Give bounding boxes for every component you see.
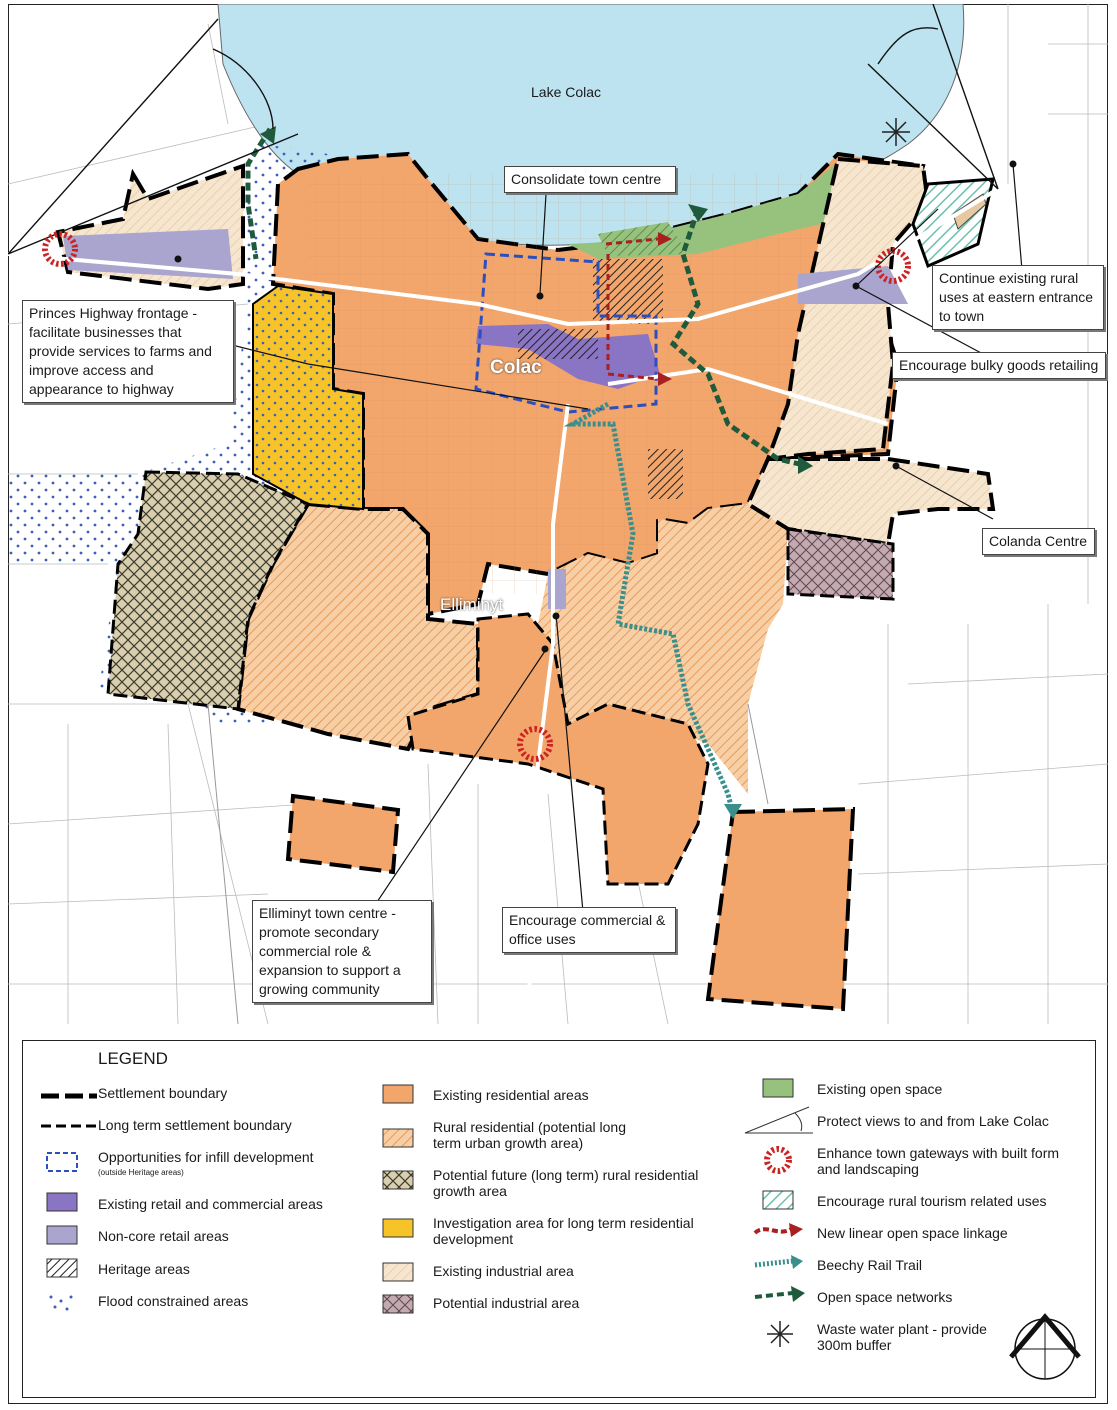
legend-settlement-boundary: Settlement boundary [98,1085,228,1101]
legend-infill-note: (outside Heritage areas) [98,1168,184,1177]
heritage-icon [46,1258,78,1278]
residential-south-core [406,612,710,886]
legend-waste-water: Waste water plant - provide 300m buffer [817,1321,987,1353]
linkage-arrow-2 [658,372,672,386]
lake-label: Lake Colac [531,84,602,100]
callout-leaders [207,163,1024,913]
beechy-rail-trail [563,401,736,815]
linkage-arrow-1 [658,232,672,246]
callout-bulky-goods: Encourage bulky goods retailing [892,352,1106,379]
potential-industrial [786,527,895,601]
flood-dots-icon [49,1295,73,1311]
rural-residential-southeast [538,459,828,794]
long-term-boundary-icon [41,1124,97,1128]
legend-infill: Opportunities for infill development (ou… [98,1149,314,1181]
legend-retail: Existing retail and commercial areas [98,1196,323,1212]
legend-heritage: Heritage areas [98,1261,190,1277]
legend-non-core-retail: Non-core retail areas [98,1228,229,1244]
open-network-icon [754,1286,805,1302]
colac-label: Colac [490,357,542,378]
waste-water-plant-icon [882,118,910,146]
legend-rail-trail: Beechy Rail Trail [817,1257,923,1273]
heritage-area-1 [593,259,663,324]
callout-elliminyt-centre: Elliminyt town centre - promote secondar… [252,900,432,1003]
legend-investigation: Investigation area for long term residen… [433,1215,694,1247]
west-retail [63,229,233,279]
legend-industrial: Existing industrial area [433,1263,574,1279]
legend-flood: Flood constrained areas [98,1293,249,1309]
investigation-icon [382,1218,414,1238]
network-arrow-2 [798,456,813,474]
infill-box-icon [46,1152,78,1172]
elliminyt-label: Elliminyt [440,595,504,614]
east-industrial [765,156,931,462]
east-industrial-south [745,457,996,547]
south-parcel-west [285,793,401,875]
rail-trail-arrow [724,804,742,819]
legend-rural-residential: Rural residential (potential long term u… [433,1119,626,1151]
callout-commercial-office: Encourage commercial & office uses [502,907,676,953]
retail-box-icon [46,1192,78,1212]
south-parcel-east [705,806,856,1012]
legend-panel: LEGEND Settlement boundary Long term set… [22,1040,1096,1398]
callout-colanda: Colanda Centre [982,528,1095,555]
callout-consolidate: Consolidate town centre [504,166,676,193]
legend-potential-industrial: Potential industrial area [433,1295,580,1311]
legend-open-space: Existing open space [817,1081,943,1097]
view-angle-east [867,4,999,190]
residential-icon [382,1084,414,1104]
rural-tourism-area [911,177,995,269]
legend-protect-views: Protect views to and from Lake Colac [817,1113,1049,1129]
legend-gateways: Enhance town gateways with built form an… [817,1145,1060,1177]
legend-rural-tourism: Encourage rural tourism related uses [817,1193,1047,1209]
legend-title: LEGEND [98,1049,168,1068]
open-space-lakeside [568,162,843,259]
heritage-area-3 [648,449,683,499]
open-space-hatched [598,222,688,256]
elliminyt-retail [548,569,566,609]
west-creek-network [245,127,273,260]
open-space-icon [762,1078,794,1098]
legend-residential: Existing residential areas [433,1087,589,1103]
infill-box-main [474,252,658,414]
rural-tourism-icon [762,1190,794,1210]
potential-industrial-icon [382,1294,414,1314]
road-edges [207,703,769,1025]
legend-open-space-networks: Open space networks [817,1289,953,1305]
network-arrow-3 [260,126,276,144]
gateway-burst-icon [764,1146,792,1174]
asterisk-icon [767,1321,793,1347]
rural-residential-icon [382,1128,414,1148]
industrial-icon [382,1262,414,1282]
callout-princes-highway: Princes Highway frontage - facilitate bu… [22,300,234,403]
main-roads [8,187,1000,1025]
gateway-burst-south [517,726,553,762]
legend-infill-label: Opportunities for infill development [98,1149,314,1165]
rail-trail-icon [754,1255,803,1269]
future-rural-icon [382,1170,414,1190]
view-angle-icon [744,1106,813,1134]
red-arrow-icon [753,1223,803,1237]
non-core-retail-icon [46,1225,78,1245]
north-arrow-icon [1009,1313,1081,1380]
settlement-boundary-icon [41,1093,97,1099]
legend-future-rural: Potential future (long term) rural resid… [433,1167,699,1199]
callout-dots [174,160,1017,653]
heritage-area-2 [518,329,598,359]
legend-long-term-boundary: Long term settlement boundary [98,1117,292,1133]
gateway-burst-west [42,231,78,267]
legend-linear-linkage: New linear open space linkage [817,1225,1008,1241]
callout-rural-uses: Continue existing rural uses at eastern … [932,265,1104,330]
linear-linkage [605,237,659,381]
network-arrow-1 [688,204,708,222]
future-rural-residential [106,470,311,711]
investigation-area [252,284,364,511]
open-space-network [669,208,809,469]
map-canvas[interactable] [8,4,1108,1026]
